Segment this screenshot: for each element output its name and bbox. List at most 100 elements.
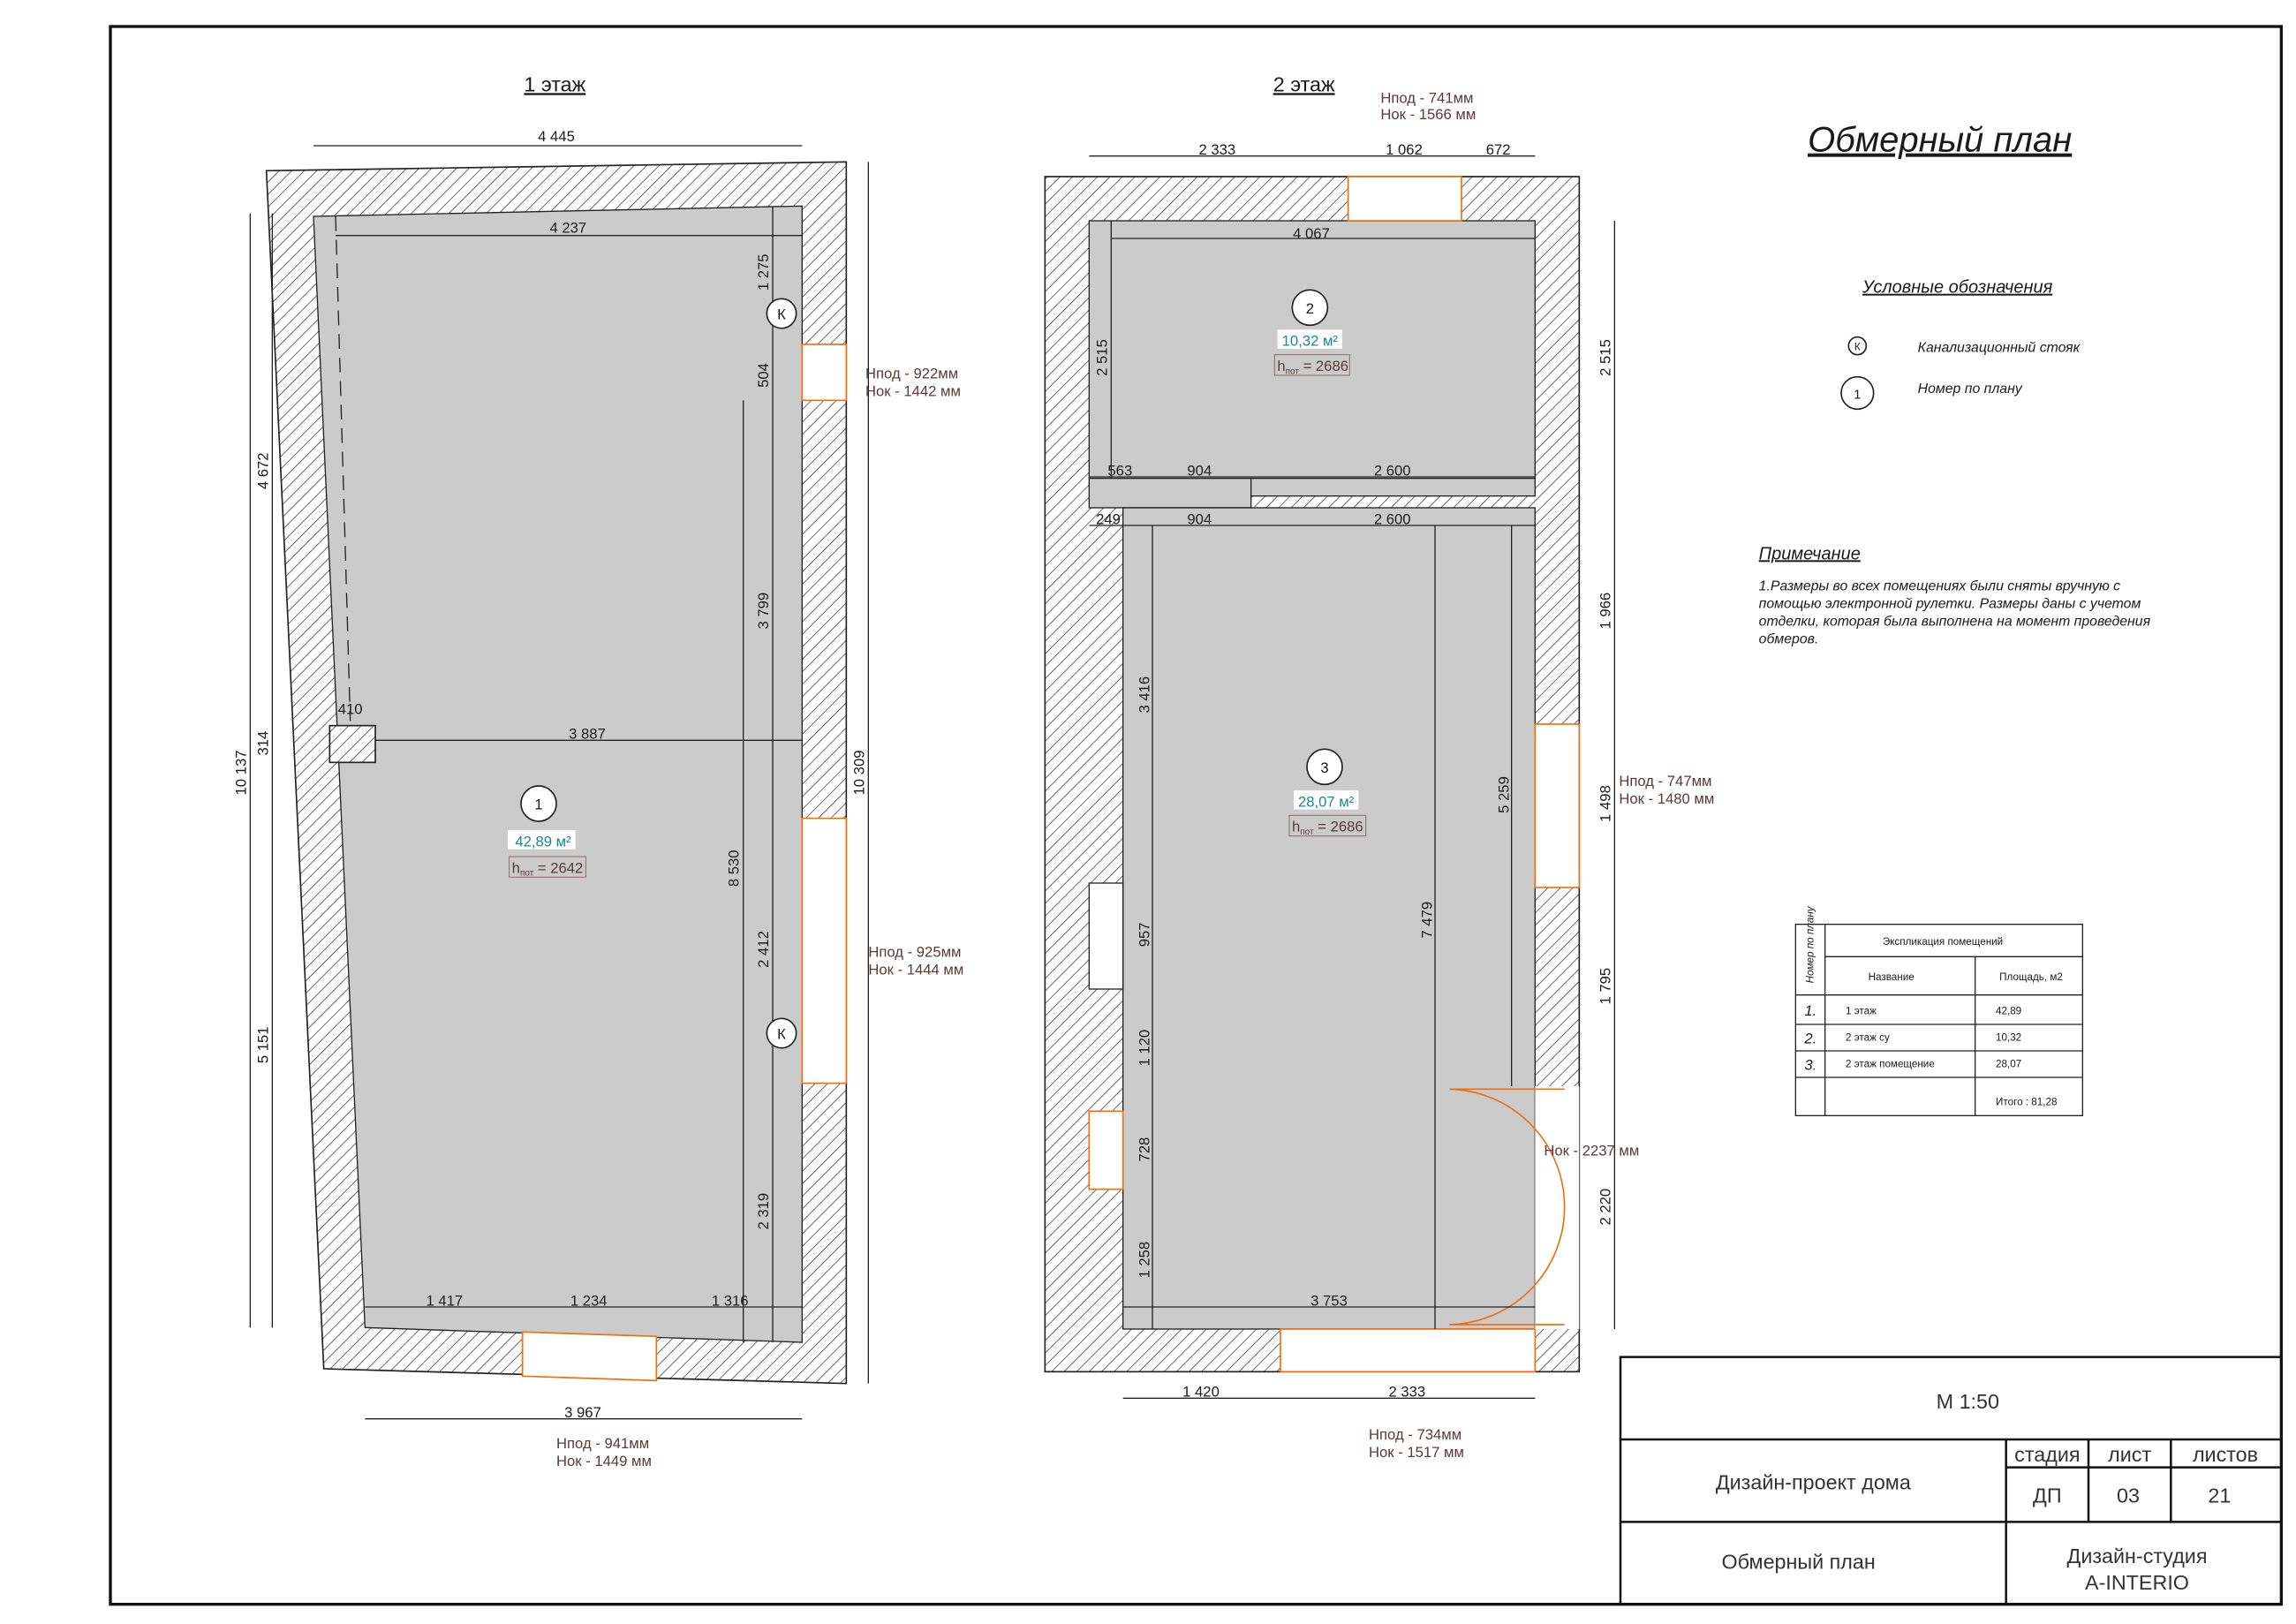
- window: [1347, 176, 1462, 222]
- riser-marker: К: [766, 1017, 797, 1049]
- studio-name: Дизайн-студия: [2067, 1545, 2208, 1567]
- dim: 1 420: [1182, 1384, 1220, 1401]
- window: [521, 1331, 658, 1382]
- window-note: Нок - 1442 мм: [865, 382, 961, 399]
- window-note: Нпод - 741мм: [1380, 90, 1473, 107]
- dim: 3 887: [569, 726, 606, 743]
- svg-text:К: К: [1854, 342, 1861, 353]
- svg-text:1: 1: [1854, 388, 1861, 403]
- floor1-title: 1 этаж: [524, 72, 585, 95]
- dim: 1 498: [1597, 785, 1613, 822]
- room-1: [313, 205, 804, 1343]
- window-note: Нок - 1480 мм: [1619, 790, 1714, 807]
- table-col-name: Название: [1869, 971, 1915, 983]
- window: [801, 817, 848, 1084]
- svg-text:К: К: [777, 306, 786, 323]
- ceiling-height: hпот = 2642: [512, 859, 584, 878]
- dim: 1 316: [712, 1292, 749, 1309]
- svg-text:3.: 3.: [1804, 1057, 1816, 1074]
- room-number-2: 2: [1291, 289, 1329, 327]
- dim: 1 417: [426, 1292, 463, 1309]
- dim: 563: [1107, 462, 1132, 479]
- dim: 1 966: [1597, 593, 1613, 630]
- dim: 1 062: [1386, 141, 1423, 158]
- dim: 4 445: [538, 128, 575, 145]
- legend-riser-icon: К: [1847, 336, 1868, 356]
- window: [1534, 723, 1581, 888]
- title-block: [1619, 1356, 2283, 1605]
- note-line: 1.Размеры во всех помещениях были сняты …: [1759, 578, 2121, 593]
- dim: 3 416: [1137, 676, 1153, 714]
- svg-text:10,32: 10,32: [1996, 1031, 2021, 1043]
- dim: 504: [755, 363, 772, 388]
- sheets-value: 21: [2208, 1484, 2231, 1507]
- window-note: Нок - 1517 мм: [1369, 1444, 1464, 1461]
- note-line: помощью электронной рулетки. Размеры дан…: [1759, 596, 2141, 611]
- dim: 1 275: [755, 253, 772, 291]
- room-area: 42,89 м²: [515, 833, 571, 850]
- dim: 2 600: [1374, 510, 1411, 527]
- room-area: 10,32 м²: [1282, 333, 1339, 350]
- door-opening: [1535, 1086, 1580, 1329]
- floor1-plan: 1 этаж 4 445 4 237 3 887 410 314 4 672 1…: [232, 72, 963, 1469]
- svg-text:К: К: [777, 1026, 786, 1043]
- dim: 314: [254, 731, 271, 756]
- svg-text:2: 2: [1306, 300, 1314, 317]
- sheet-value: 03: [2117, 1484, 2140, 1507]
- room-2: [1088, 220, 1536, 480]
- dim: 1 120: [1137, 1030, 1153, 1067]
- dim: 4 237: [549, 219, 586, 236]
- dim: 1 258: [1137, 1242, 1153, 1279]
- window-note: Нок - 1449 мм: [556, 1453, 652, 1469]
- dim: 3 753: [1310, 1292, 1348, 1309]
- dim: 5 151: [254, 1026, 271, 1063]
- table-total: Итого : 81,28: [1996, 1097, 2057, 1108]
- window: [1280, 1328, 1537, 1373]
- sheet-frame: [109, 25, 2283, 1606]
- dim: 2 220: [1597, 1189, 1613, 1226]
- window-note: Нок - 1444 мм: [868, 961, 963, 978]
- window-note: Нпод - 922мм: [865, 365, 958, 381]
- wall-stub: [329, 724, 376, 764]
- legend-riser-label: Канализационный стояк: [1918, 340, 2081, 355]
- dim: 4 672: [254, 452, 271, 489]
- dim: 728: [1137, 1137, 1153, 1162]
- rooms-table: [1794, 923, 2083, 1116]
- window: [801, 344, 848, 402]
- legend-title: Условные обозначения: [1862, 278, 2053, 298]
- dim: 3 967: [564, 1404, 601, 1421]
- stage-value: ДП: [2033, 1484, 2062, 1507]
- dim: 8 530: [726, 850, 743, 887]
- floor2-plan: 2 этаж 2 333 1 062 672 4 067 2 515 2 515…: [1044, 72, 1714, 1461]
- window-note: Нпод - 925мм: [868, 943, 961, 960]
- drawing-name: Обмерный план: [1722, 1551, 1876, 1574]
- svg-text:1 этаж: 1 этаж: [1846, 1005, 1877, 1016]
- room-area: 28,07 м²: [1298, 793, 1355, 810]
- dim: 10 309: [850, 751, 867, 796]
- svg-text:2 этаж помещение: 2 этаж помещение: [1846, 1058, 1935, 1069]
- dim: 957: [1137, 922, 1153, 947]
- dim: 1 234: [570, 1292, 608, 1309]
- room-number-3: 3: [1306, 748, 1343, 786]
- legend-number-icon: 1: [1840, 375, 1875, 411]
- dim: 2 600: [1374, 462, 1411, 479]
- dim: 2 515: [1093, 339, 1110, 376]
- note-line: отделки, которая была выполнена на момен…: [1759, 614, 2151, 629]
- dim: 5 259: [1495, 776, 1512, 813]
- dim: 10 137: [232, 751, 249, 796]
- dim: 2 412: [755, 931, 772, 968]
- ceiling-height: hпот = 2686: [1292, 819, 1363, 837]
- table-col-no: Номер по плану: [1804, 905, 1816, 983]
- sheet-title: Обмерный план: [1808, 121, 2072, 160]
- window-note: Нпод - 734мм: [1369, 1426, 1461, 1443]
- window-note: Нпод - 941мм: [556, 1435, 649, 1452]
- stage-header: стадия: [2014, 1443, 2080, 1466]
- dim: 7 479: [1419, 902, 1436, 939]
- dim: 410: [338, 700, 363, 717]
- dim: 2 333: [1388, 1384, 1425, 1401]
- sheet-header: лист: [2108, 1443, 2151, 1466]
